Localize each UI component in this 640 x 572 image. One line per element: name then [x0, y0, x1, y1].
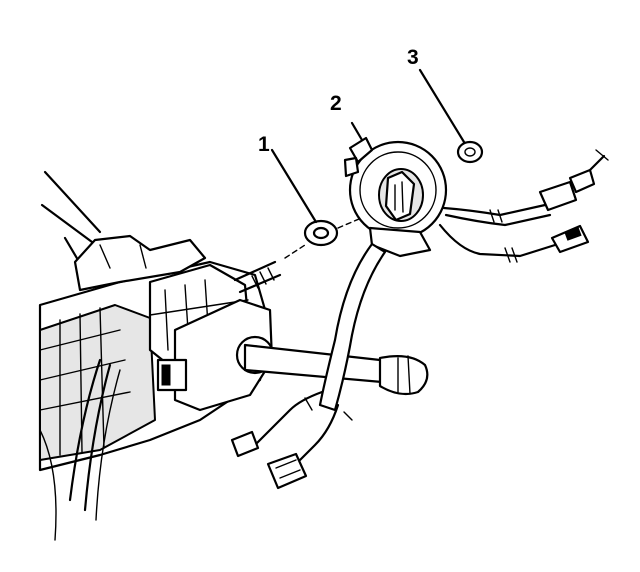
callout-2: 2 [330, 92, 342, 115]
callout-3: 3 [407, 46, 419, 69]
multifunction-lever [243, 343, 429, 396]
callout-1: 1 [258, 133, 270, 156]
part-3-retainer-clip [418, 68, 484, 164]
part-2-clock-spring [230, 121, 609, 490]
part-1-retaining-ring [270, 148, 381, 259]
steering-column-housing [38, 170, 282, 541]
